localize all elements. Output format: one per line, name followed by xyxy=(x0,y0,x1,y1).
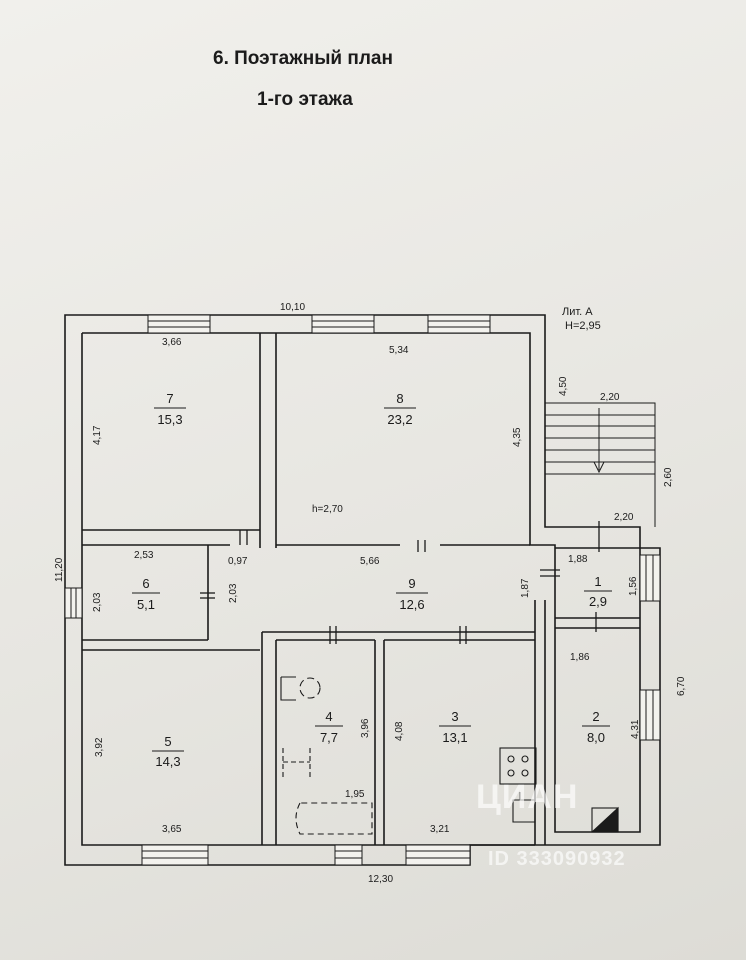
dim-r7-w: 3,66 xyxy=(162,337,182,348)
inner-height-label: h=2,70 xyxy=(312,504,343,515)
room-4-area: 7,7 xyxy=(320,730,338,745)
walls xyxy=(64,314,661,866)
dim-r1-left: 1,87 xyxy=(520,578,531,598)
windows xyxy=(64,314,661,866)
dim-porch-w: 2,20 xyxy=(600,392,620,403)
dim-door-w: 0,97 xyxy=(228,556,248,567)
gas-boiler-icon xyxy=(299,677,321,699)
dimension-labels: 10,10 Лит. А H=2,95 3,66 5,34 h=2,70 2,5… xyxy=(54,302,687,885)
dim-r1-w: 1,88 xyxy=(568,554,588,565)
plan-subtitle: 1-го этажа xyxy=(257,89,353,110)
lit-label: Лит. А xyxy=(562,306,593,318)
room-9-number: 9 xyxy=(408,576,415,591)
watermark-brand: ЦИАН xyxy=(476,778,579,816)
watermark-id: ID 333090932 xyxy=(488,848,626,870)
dim-r5-w: 3,65 xyxy=(162,824,182,835)
room-2-number: 2 xyxy=(592,709,599,724)
dim-overall-left: 11,20 xyxy=(54,557,65,582)
room-3-area: 13,1 xyxy=(442,730,467,745)
room-1-number: 1 xyxy=(594,574,601,589)
dim-porch-side: 4,50 xyxy=(558,376,569,396)
dim-r8-w: 5,34 xyxy=(389,345,409,356)
dim-overall-right: 6,70 xyxy=(676,676,687,696)
sink-icon xyxy=(282,748,311,778)
dim-r4-w: 1,95 xyxy=(345,789,365,800)
room-8-area: 23,2 xyxy=(387,412,412,427)
room-7-number: 7 xyxy=(166,391,173,406)
room-labels: 7 15,3 8 23,2 6 5,1 9 12,6 1 2,9 5 14,3 … xyxy=(132,391,612,769)
room-6-area: 5,1 xyxy=(137,597,155,612)
dim-r1-h: 1,56 xyxy=(628,576,639,596)
porch-stairs xyxy=(545,402,656,527)
room-1-area: 2,9 xyxy=(589,594,607,609)
sink-kitchen-icon xyxy=(512,792,536,823)
room-8-number: 8 xyxy=(396,391,403,406)
dim-porch-w2: 2,20 xyxy=(614,512,634,523)
dim-r3-w: 3,21 xyxy=(430,824,450,835)
room-9-area: 12,6 xyxy=(399,597,424,612)
bathtub-icon xyxy=(295,802,373,835)
dim-overall-top: 10,10 xyxy=(280,302,305,313)
room-2-area: 8,0 xyxy=(587,730,605,745)
dim-r2-w: 1,86 xyxy=(570,652,590,663)
dim-r6-h: 2,03 xyxy=(92,592,103,612)
dim-r5-h: 3,92 xyxy=(94,737,105,757)
dim-r9-w: 5,66 xyxy=(360,556,380,567)
room-3-number: 3 xyxy=(451,709,458,724)
room-5-number: 5 xyxy=(164,734,171,749)
boiler-icon xyxy=(280,676,296,701)
dim-r3-h: 4,08 xyxy=(394,721,405,741)
dim-r2-h: 4,31 xyxy=(630,719,641,739)
dim-r9-h: 2,03 xyxy=(228,583,239,603)
doors xyxy=(200,521,600,644)
dim-r8-h: 4,35 xyxy=(512,427,523,447)
height-label: H=2,95 xyxy=(565,320,601,332)
dim-r4-h: 3,96 xyxy=(360,718,371,738)
dim-r7-h: 4,17 xyxy=(92,425,103,445)
plan-title: 6. Поэтажный план xyxy=(213,48,393,69)
room-6-number: 6 xyxy=(142,576,149,591)
dim-porch-h: 2,60 xyxy=(663,467,674,487)
room-7-area: 15,3 xyxy=(157,412,182,427)
room-4-number: 4 xyxy=(325,709,332,724)
dim-r6-w: 2,53 xyxy=(134,550,154,561)
fixtures xyxy=(280,676,619,835)
stove-icon xyxy=(499,747,537,785)
room-5-area: 14,3 xyxy=(155,754,180,769)
dim-overall-bottom: 12,30 xyxy=(368,874,393,885)
